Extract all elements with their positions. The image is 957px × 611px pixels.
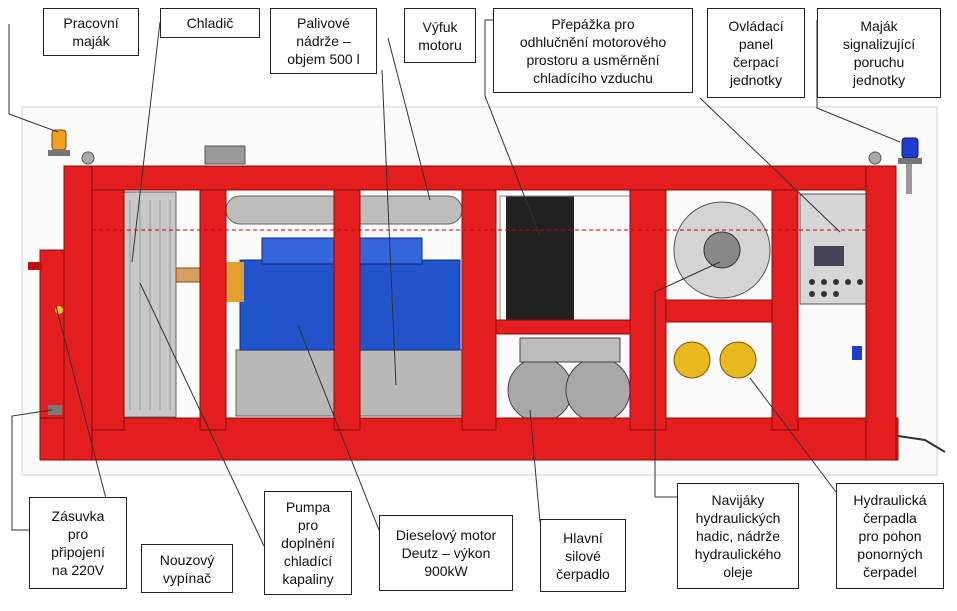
fault-beacon-blue (901, 137, 919, 159)
work-beacon-amber (51, 129, 67, 151)
label-main-pump: Hlavní silové čerpadlo (540, 519, 626, 592)
engine-front-belt (226, 262, 244, 302)
label-diesel-engine: Dieselový motor Deutz – výkon 900kW (379, 515, 513, 591)
lifting-eye-left (81, 151, 95, 165)
control-panel-display (814, 246, 844, 266)
lifting-eye-right (868, 151, 882, 165)
label-coolant-pump: Pumpa pro doplnění chladící kapaliny (264, 491, 352, 595)
main-pump-left-volute (507, 357, 573, 423)
radiator-fins (129, 200, 171, 410)
fault-beacon-pole (906, 164, 912, 194)
socket-220v (48, 405, 62, 415)
hydraulic-pump-2 (719, 341, 757, 379)
label-radiator: Chladič (160, 8, 260, 38)
label-control-panel: Ovládací panel čerpací jednotky (707, 8, 805, 98)
emergency-handle (28, 262, 42, 270)
leader-lines (8, 19, 901, 569)
acoustic-partition (506, 196, 574, 326)
roof-hatch (204, 145, 246, 165)
label-work-beacon: Pracovní maják (43, 8, 139, 56)
control-panel-buttons (809, 279, 863, 297)
side-badge (852, 346, 862, 360)
main-pump-top (519, 337, 621, 363)
label-socket-220v: Zásuvka pro připojení na 220V (29, 497, 127, 589)
cable (897, 435, 946, 453)
label-hydraulic-pumps: Hydraulická čerpadla pro pohon ponorných… (836, 483, 944, 589)
main-pump-right-volute (565, 357, 631, 423)
work-beacon-base (48, 150, 70, 156)
label-engine-exhaust: Výfuk motoru (404, 8, 476, 63)
label-emergency-switch: Nouzový vypínač (141, 544, 233, 593)
fault-beacon-base (898, 158, 922, 164)
label-acoustic-partition: Přepážka pro odhlučnění motorového prost… (493, 8, 693, 93)
label-fuel-tanks: Palivové nádrže – objem 500 l (270, 8, 377, 74)
label-hose-reels: Navijáky hydraulických hadic, nádrže hyd… (677, 483, 799, 589)
label-fault-beacon: Maják signalizující poruchu jednotky (817, 8, 941, 98)
hydraulic-pump-1 (673, 341, 711, 379)
